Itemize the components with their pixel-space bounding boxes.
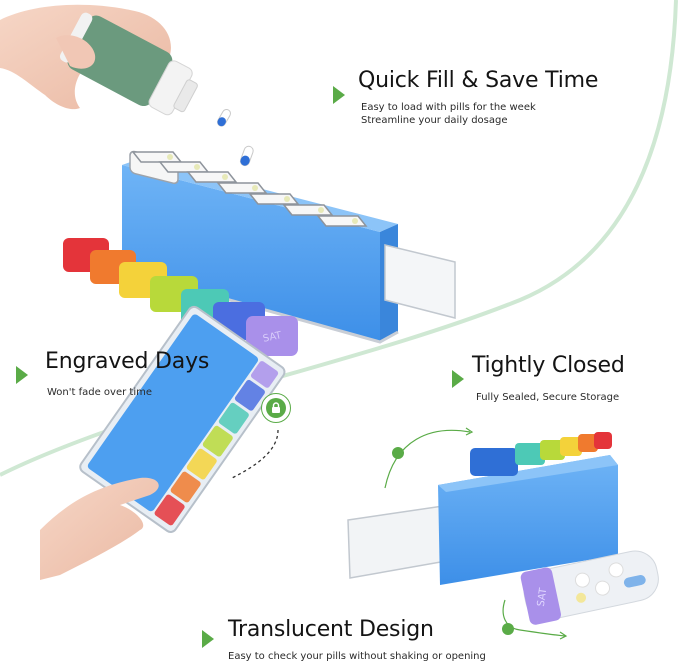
feature-desc-quick-fill-2: Streamline your daily dosage [361,115,508,126]
pill-organizer-open [121,150,456,344]
lock-icon [266,398,286,418]
lock-icon [392,447,404,459]
play-triangle-icon [16,366,28,384]
lock-icon [502,623,514,635]
feature-title-quick-fill: Quick Fill & Save Time [358,68,599,93]
play-triangle-icon [202,630,214,648]
lock-badge-large [261,393,291,423]
feature-desc-engraved-days: Won't fade over time [47,387,153,398]
hand-with-flat-box [40,305,286,580]
feature-title-engraved-days: Engraved Days [45,349,210,374]
hand-with-bottle [0,4,254,167]
feature-desc-tightly-closed: Fully Sealed, Secure Storage [476,392,620,403]
svg-text:SAT: SAT [536,586,550,607]
day-caps-row: SAT [63,238,298,356]
feature-title-translucent-design: Translucent Design [228,617,434,642]
pill-organizer-closed: SAT [347,427,659,640]
feature-desc-translucent-design: Easy to check your pills without shaking… [228,651,486,662]
feature-desc-quick-fill-1: Easy to load with pills for the week [361,102,536,113]
play-triangle-icon [452,370,464,388]
svg-text:SAT: SAT [262,330,283,345]
feature-title-tightly-closed: Tightly Closed [472,353,625,378]
play-triangle-icon [333,86,345,104]
